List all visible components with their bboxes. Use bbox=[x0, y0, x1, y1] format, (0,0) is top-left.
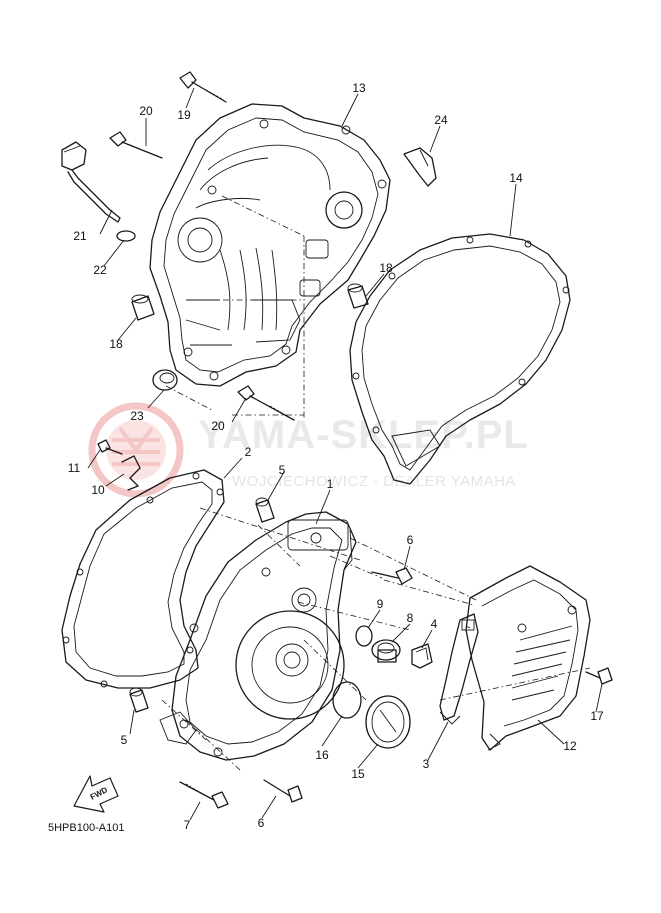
callout-4: 4 bbox=[431, 617, 438, 631]
callout-9: 9 bbox=[377, 597, 384, 611]
diagram-code: 5HPB100-A101 bbox=[48, 822, 124, 834]
callout-8: 8 bbox=[407, 611, 414, 625]
callout-3: 3 bbox=[423, 757, 430, 771]
callout-20-upper: 20 bbox=[139, 104, 153, 118]
leader-lines bbox=[87, 87, 603, 821]
part-13-screw bbox=[97, 439, 123, 455]
callout-19: 19 bbox=[177, 108, 191, 122]
callout-17: 14 bbox=[509, 171, 523, 185]
callout-12: 10 bbox=[91, 483, 105, 497]
callout-2: 2 bbox=[245, 445, 252, 459]
part-12-clamp bbox=[121, 455, 141, 491]
callout-21: 21 bbox=[73, 229, 87, 243]
part-23-oil-seal bbox=[152, 369, 178, 391]
part-21-dipstick bbox=[61, 141, 121, 223]
part-6-bolt-lower bbox=[263, 779, 303, 803]
callout-5-upper: 5 bbox=[279, 463, 286, 477]
callout-23: 23 bbox=[130, 409, 144, 423]
part-14-cover bbox=[465, 565, 591, 751]
callout-18-left: 18 bbox=[109, 337, 123, 351]
callout-11: 16 bbox=[315, 748, 329, 762]
fwd-arrow-icon: FWD bbox=[73, 775, 119, 813]
callout-7: 7 bbox=[184, 818, 191, 832]
part-20-bolt-upper bbox=[109, 131, 163, 159]
watermark-tagline: WOJCIECHOWICZ - DEALER YAMAHA bbox=[232, 473, 516, 490]
callout-10: 15 bbox=[351, 767, 365, 781]
part-11-o-ring bbox=[332, 681, 362, 719]
part-8-plug bbox=[371, 639, 401, 663]
part-6-bolt-upper bbox=[371, 567, 413, 585]
part-4-clip bbox=[411, 643, 433, 669]
part-2-gasket bbox=[61, 469, 225, 689]
part-19-bolt bbox=[179, 71, 227, 103]
part-5-dowel-pin bbox=[129, 497, 275, 713]
part-15-bolt bbox=[585, 667, 613, 685]
watermark-brand: YAMA-SKLEP.PL bbox=[198, 413, 529, 457]
part-16-crankcase-cover bbox=[149, 103, 391, 387]
callout-22: 22 bbox=[93, 263, 107, 277]
callout-13: 11 bbox=[68, 461, 81, 475]
callout-15: 17 bbox=[590, 709, 604, 723]
part-17-gasket bbox=[349, 233, 571, 485]
part-24-bracket bbox=[403, 147, 437, 187]
part-1-crankcase-cover bbox=[159, 511, 357, 761]
callout-6-lower: 6 bbox=[258, 816, 265, 830]
callout-5-lower: 5 bbox=[121, 733, 128, 747]
part-20-bolt-lower bbox=[237, 385, 295, 421]
yamaha-logo-watermark bbox=[88, 402, 184, 498]
part-3-plate bbox=[439, 613, 479, 725]
part-22-o-ring bbox=[116, 230, 136, 242]
callout-6-upper: 6 bbox=[407, 533, 414, 547]
assembly-lines bbox=[161, 195, 591, 771]
part-10-plug-cap bbox=[365, 695, 411, 749]
part-7-bolt bbox=[179, 781, 229, 809]
part-9-o-ring bbox=[355, 625, 373, 647]
callout-20-lower: 20 bbox=[211, 419, 225, 433]
callout-1: 1 bbox=[327, 477, 334, 491]
callout-16: 13 bbox=[352, 81, 366, 95]
callout-18-right: 18 bbox=[379, 261, 393, 275]
callouts: 13 14 20 19 21 22 18 18 24 23 20 2 11 10… bbox=[68, 81, 604, 832]
callout-14: 12 bbox=[563, 739, 577, 753]
callout-24: 24 bbox=[434, 113, 448, 127]
watermark: YAMA-SKLEP.PL WOJCIECHOWICZ - DEALER YAM… bbox=[88, 402, 529, 498]
part-18-dowel-pin bbox=[131, 283, 369, 321]
